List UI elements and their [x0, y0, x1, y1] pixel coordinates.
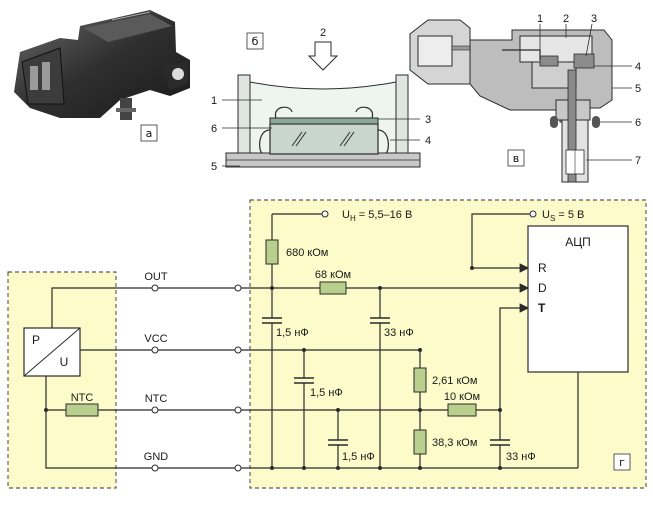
transducer-p-label: P: [32, 333, 40, 347]
cross-section-label-6: 6: [211, 123, 217, 135]
cross-section-label-5: 5: [211, 161, 217, 173]
adc-title: АЦП: [565, 235, 591, 249]
cross-section-label-4: 4: [425, 135, 431, 147]
resistor-2k61: [413, 367, 427, 393]
cap-1n5-c-label: 1,5 нФ: [342, 451, 375, 463]
resistor-38k3-label: 38,3 кОм: [432, 437, 477, 449]
panel-a-label: а: [146, 127, 153, 140]
line-label-ntc: NTC: [145, 393, 168, 405]
pressure-arrow-icon: [307, 41, 339, 71]
resistor-2k61-label: 2,61 кОм: [432, 375, 477, 387]
cutaway-label-6: 6: [635, 117, 641, 129]
resistor-10k-label: 10 кОм: [444, 391, 480, 403]
cap-1n5-b-label: 1,5 нФ: [310, 387, 343, 399]
resistor-68k: [319, 281, 347, 295]
cross-section: б 2 1 6 5 3 4: [211, 27, 431, 173]
line-label-vcc: VCC: [144, 333, 167, 345]
circuit: P U NTC OUT VCC NTC GND UH = 5,5–16: [7, 199, 647, 489]
sensor-photo: [14, 10, 190, 120]
panel-a-label-box: [140, 124, 158, 142]
resistor-68k-label: 68 кОм: [315, 269, 351, 281]
resistor-38k3: [413, 429, 427, 455]
ntc-thermistor-label: NTC: [71, 392, 94, 404]
cross-section-label-3: 3: [425, 114, 431, 126]
supply-uh-label: UH = 5,5–16 В: [342, 209, 412, 223]
resistor-680k-label: 680 кОм: [286, 247, 328, 259]
cutaway-label-1: 1: [537, 13, 543, 25]
adc-input-r: R: [538, 261, 547, 275]
cutaway-label-4: 4: [635, 61, 641, 73]
cross-section-label-1: 1: [211, 95, 217, 107]
cutaway-label-3: 3: [591, 13, 597, 25]
resistor-10k: [447, 403, 477, 417]
cap-33n-b-label: 33 нФ: [506, 451, 536, 463]
panel-b-label-box: [246, 32, 264, 50]
sensor-cutaway: в 1 2 3 4 5 6 7: [409, 13, 641, 183]
transducer-u-label: U: [60, 355, 69, 369]
pressure-arrow-label: 2: [320, 27, 326, 39]
panel-v-label: в: [513, 152, 519, 165]
panel-g-label: г: [619, 456, 625, 469]
ntc-thermistor: [65, 403, 99, 417]
line-label-out: OUT: [144, 271, 168, 283]
line-label-gnd: GND: [144, 451, 169, 463]
panel-v-label-box: [507, 149, 525, 167]
adc-input-d: D: [538, 281, 547, 295]
cutaway-label-7: 7: [635, 155, 641, 167]
supply-us-label: US = 5 В: [542, 209, 584, 223]
sensor-module-panel: [7, 271, 117, 489]
cap-33n-a-label: 33 нФ: [384, 327, 414, 339]
panel-b-label: б: [252, 35, 259, 48]
cutaway-label-5: 5: [635, 83, 641, 95]
resistor-680k: [265, 239, 279, 265]
panel-g-label-box: [613, 453, 631, 471]
cutaway-label-2: 2: [563, 13, 569, 25]
adc-input-t: T: [538, 301, 546, 315]
adc-block: [527, 225, 629, 373]
cap-1n5-a-label: 1,5 нФ: [276, 327, 309, 339]
